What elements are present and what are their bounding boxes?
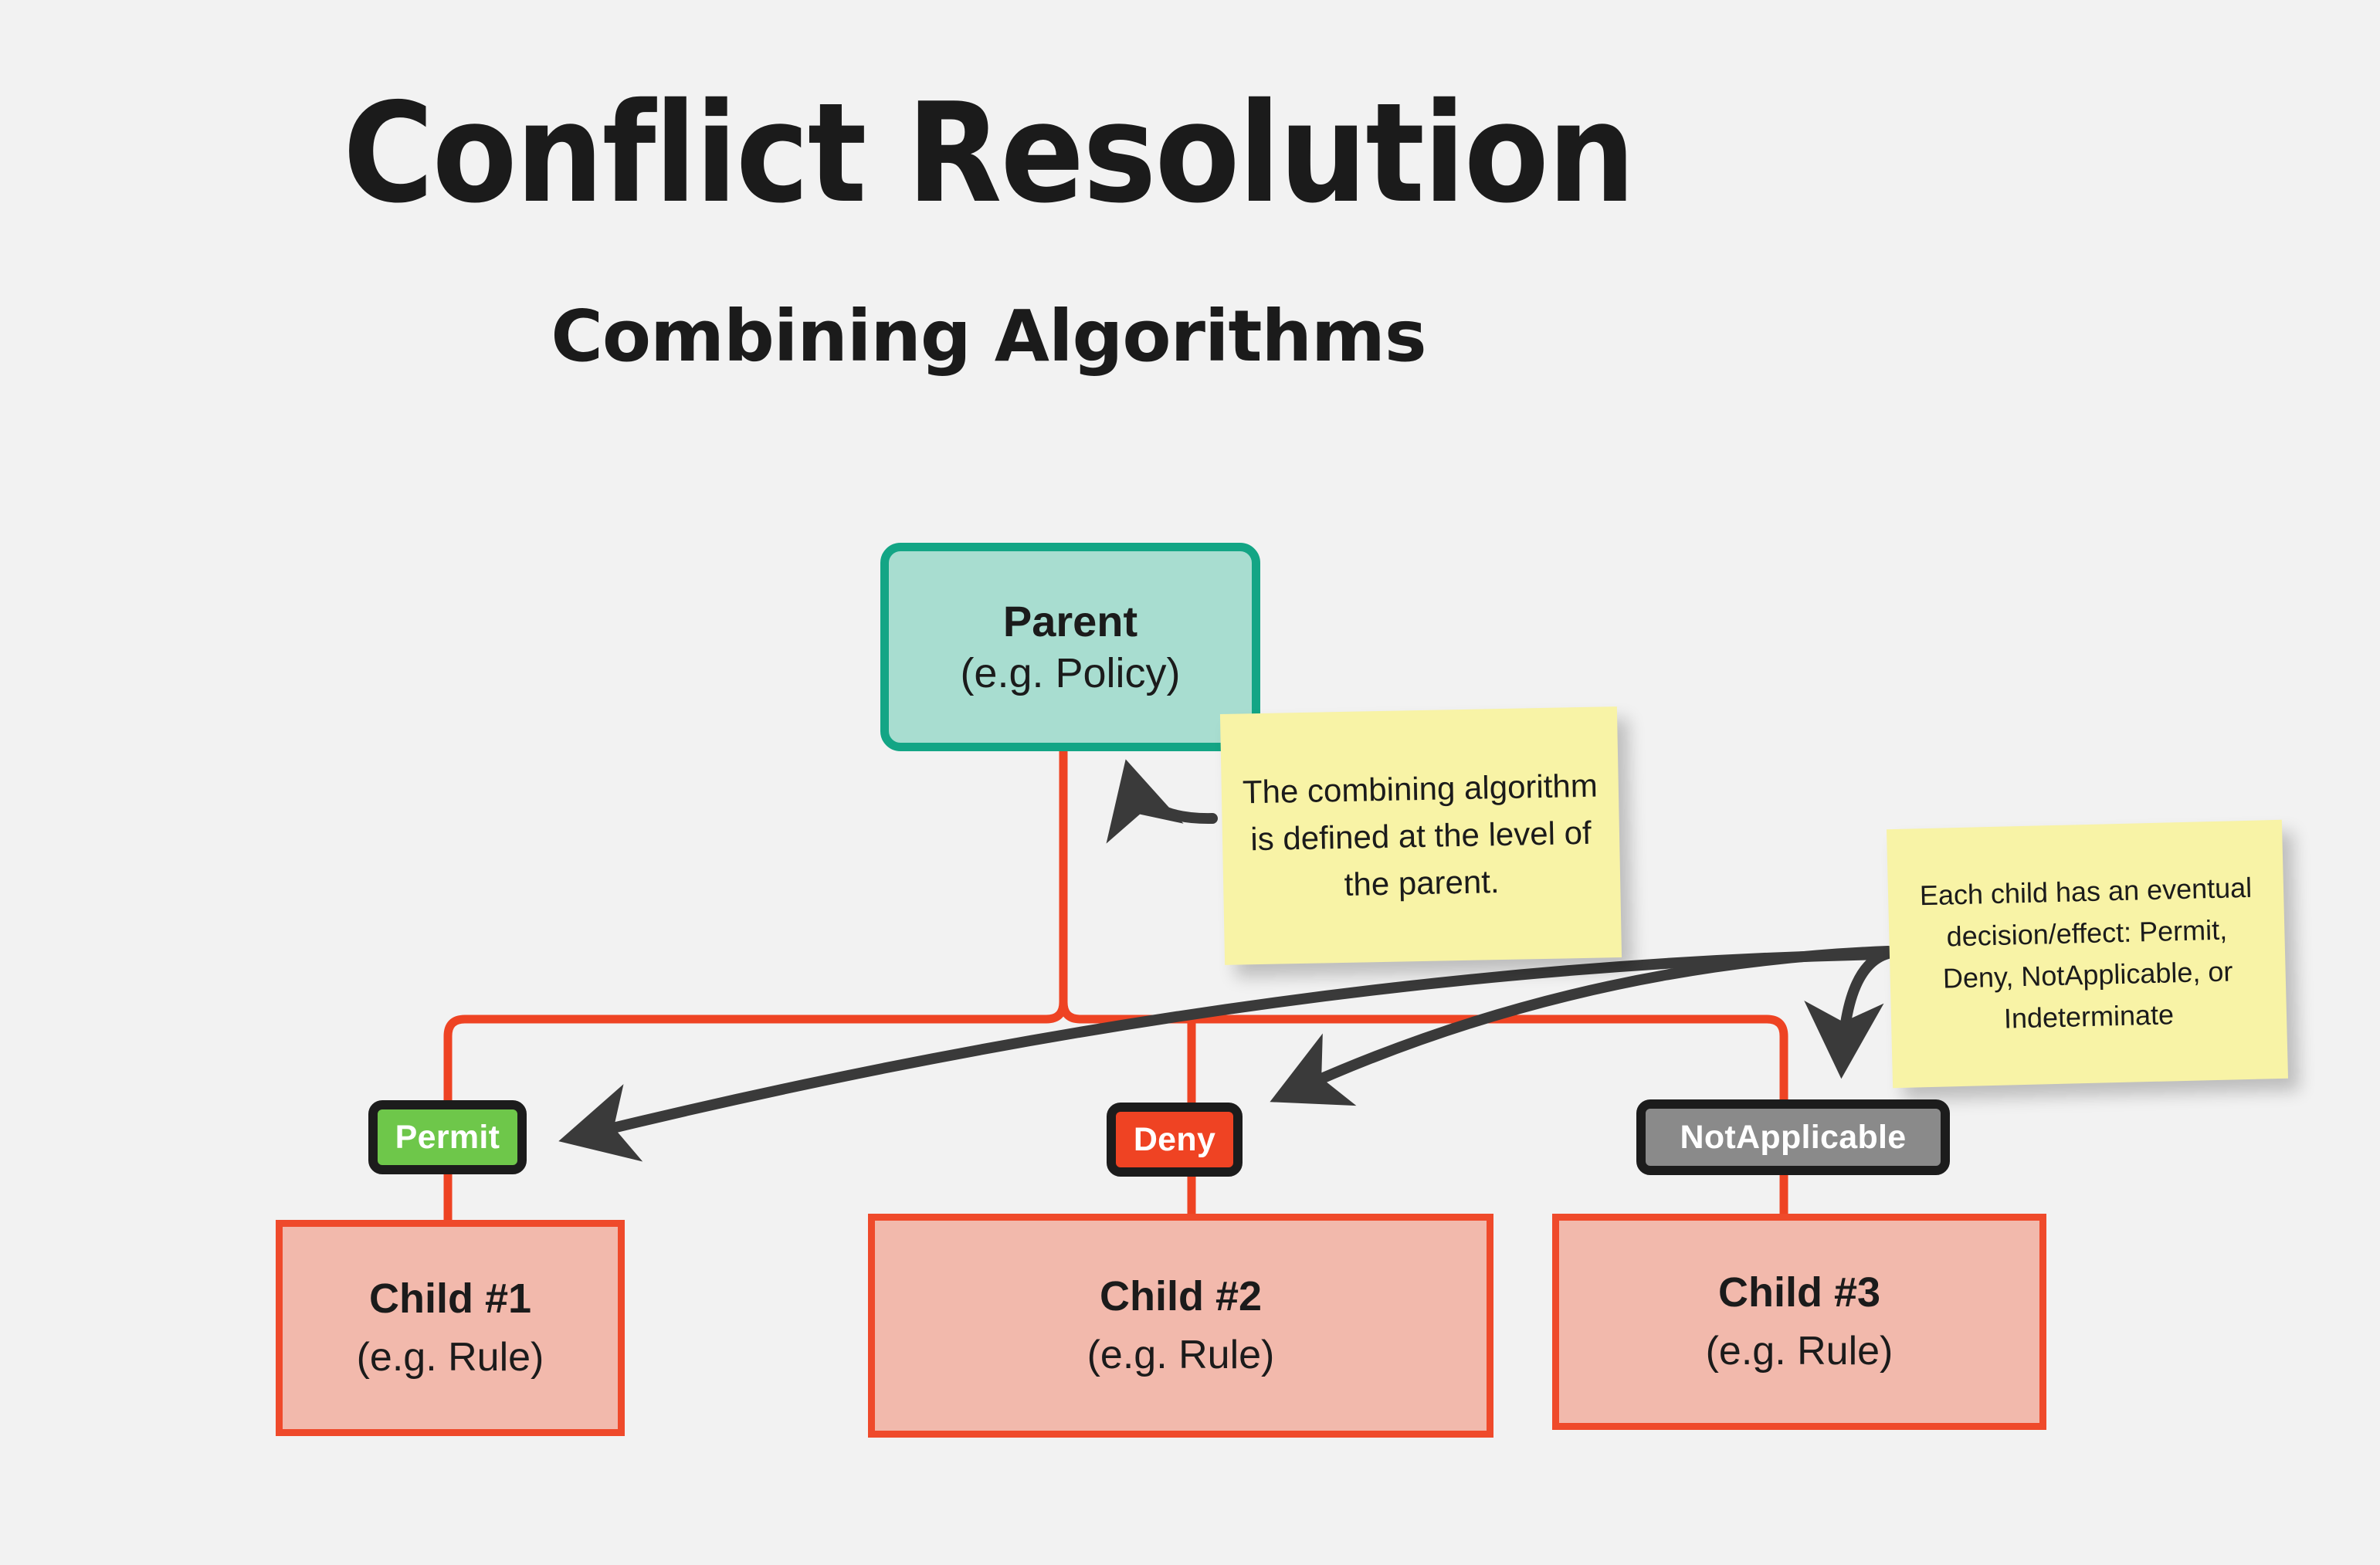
- effect-badge-notapplicable[interactable]: NotApplicable: [1636, 1099, 1950, 1175]
- effect-badge-permit[interactable]: Permit: [368, 1100, 527, 1174]
- note-to-parent-arrow: [1106, 759, 1218, 844]
- child-node-3-subtitle: (e.g. Rule): [1705, 1329, 1893, 1374]
- child-node-3-title: Child #3: [1717, 1269, 1881, 1316]
- child-node-1-title: Child #1: [368, 1275, 532, 1323]
- sticky-note-1-text: The combining algorithm is defined at th…: [1242, 767, 1599, 903]
- effect-badge-deny[interactable]: Deny: [1107, 1103, 1243, 1177]
- note-to-deny-arrow: [1270, 946, 1893, 1106]
- child-node-1[interactable]: Child #1 (e.g. Rule): [276, 1220, 625, 1436]
- child-node-2-title: Child #2: [1099, 1273, 1263, 1320]
- parent-node-title: Parent: [1002, 596, 1138, 645]
- parent-node[interactable]: Parent (e.g. Policy): [880, 543, 1260, 751]
- child-node-3[interactable]: Child #3 (e.g. Rule): [1552, 1214, 2046, 1430]
- child-node-1-subtitle: (e.g. Rule): [356, 1335, 544, 1380]
- parent-node-subtitle: (e.g. Policy): [960, 650, 1181, 697]
- note-to-notapplicable-arrow: [1804, 947, 1902, 1079]
- sticky-note-2-text: Each child has an eventual decision/effe…: [1919, 871, 2253, 1035]
- page-title: Conflict Resolution: [343, 73, 1636, 233]
- sticky-note-child-effects[interactable]: Each child has an eventual decision/effe…: [1886, 819, 2289, 1089]
- page-subtitle: Combining Algorithms: [551, 295, 1426, 378]
- child-node-2-subtitle: (e.g. Rule): [1087, 1333, 1275, 1378]
- child-node-2[interactable]: Child #2 (e.g. Rule): [868, 1214, 1493, 1438]
- sticky-note-combining-algorithm[interactable]: The combining algorithm is defined at th…: [1219, 706, 1622, 965]
